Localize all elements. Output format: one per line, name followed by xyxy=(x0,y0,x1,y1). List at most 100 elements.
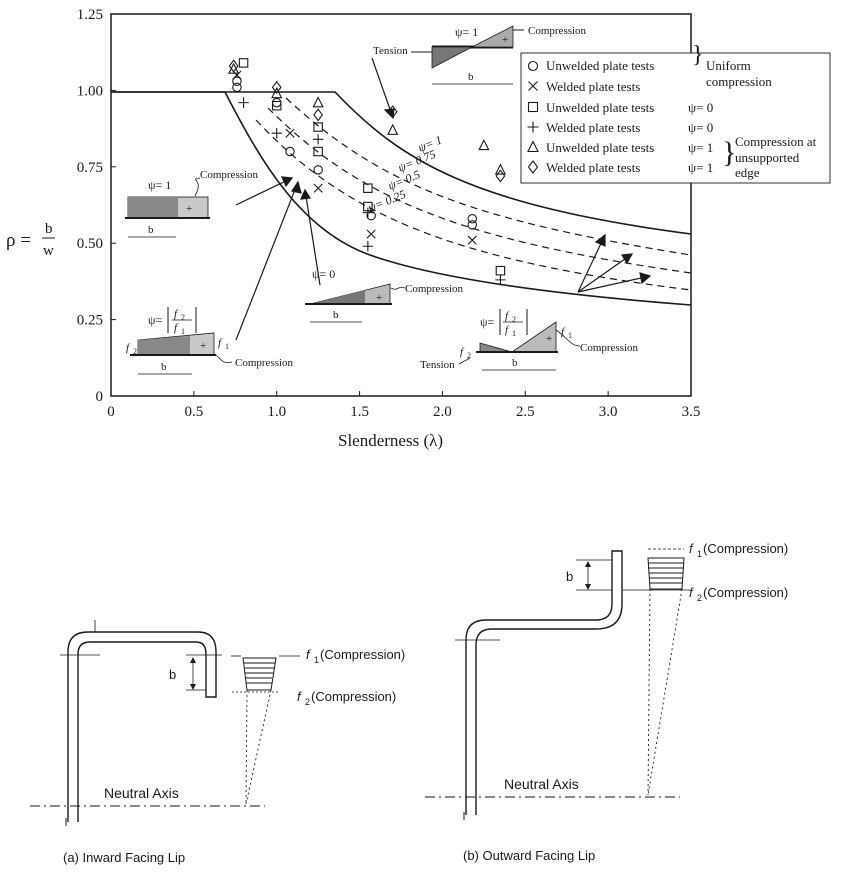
data-point-plus xyxy=(495,274,506,286)
data-point-circle xyxy=(232,82,242,93)
inward-caption: (a) Inward Facing Lip xyxy=(63,850,185,865)
inset-f2sub-right: 2 xyxy=(467,351,471,360)
data-point-triangle xyxy=(271,87,283,99)
legend-label-3: Welded plate tests xyxy=(546,120,640,135)
inset-mid-compression: Compression xyxy=(405,283,464,295)
lip-diagrams xyxy=(30,548,690,826)
data-points xyxy=(228,58,507,286)
inward-f2-sub: 2 xyxy=(305,697,310,707)
inset-ratio-b-right: b xyxy=(512,357,518,369)
inward-f2-symbol: f xyxy=(297,689,302,704)
ratio-sub2-right: 2 xyxy=(512,315,516,324)
outward-f1-label: (Compression) xyxy=(703,541,788,556)
legend-psi-3: ψ= 0 xyxy=(688,120,713,135)
data-point-diamond xyxy=(228,59,239,73)
inward-lip-section xyxy=(30,620,300,826)
inward-b-label: b xyxy=(169,667,176,682)
ratio-sub1-left: 1 xyxy=(181,327,185,336)
inset-ratio-b-left: b xyxy=(161,361,167,373)
legend-marker-cross xyxy=(528,81,538,91)
outward-neutral-axis: Neutral Axis xyxy=(504,776,579,792)
outward-f2-sub: 2 xyxy=(697,593,702,603)
legend-label-2: Unwelded plate tests xyxy=(546,100,654,115)
legend-group2-line1: Compression at xyxy=(735,134,817,149)
y-label-den: w xyxy=(43,243,54,259)
curve-psi-075 xyxy=(285,97,692,256)
legend-marker-plus xyxy=(527,121,539,133)
inset-top-stress: ψ= 1 + Compression Tension b xyxy=(373,25,587,85)
x-tick-label: 1.5 xyxy=(350,404,369,420)
ratio-f1-right: f xyxy=(505,324,510,336)
data-point-cross xyxy=(366,229,376,239)
data-point-cross xyxy=(232,70,242,80)
y-tick-label: 0.50 xyxy=(77,236,103,252)
inset-mid-triangle: ψ= 0 + b Compression xyxy=(305,267,464,323)
legend-box xyxy=(520,52,831,184)
inset-left-ratio: ψ= f 2 f 1 + f 2 f 1 b Compression xyxy=(126,307,294,375)
data-point-triangle xyxy=(494,163,507,175)
inset-ratio-psi-right: ψ= xyxy=(480,315,495,329)
ratio-f2-right: f xyxy=(505,310,510,322)
data-point-circle xyxy=(313,165,323,175)
data-point-circle xyxy=(366,210,376,221)
x-tick-label: 0.5 xyxy=(184,404,203,420)
legend-group1-line1: Uniform xyxy=(706,58,751,73)
inset-top-psi: ψ= 1 xyxy=(455,25,478,39)
inward-f1-sub: 1 xyxy=(314,655,319,665)
legend-group2-line3: edge xyxy=(735,165,760,180)
inset-mid-b: b xyxy=(333,309,339,321)
data-point-diamond xyxy=(313,108,324,122)
legend-psi-2: ψ= 0 xyxy=(688,100,713,115)
data-point-circle xyxy=(285,146,295,157)
legend-marker-circle xyxy=(527,60,539,72)
inset-f2-right: f xyxy=(460,346,465,358)
legend-marker-diamond xyxy=(527,160,539,174)
data-point-circle xyxy=(467,214,478,224)
ratio-sub2-left: 2 xyxy=(181,313,185,322)
inset-right-ratio: ψ= f 2 f 1 + f 2 f 1 Compression Tension… xyxy=(420,309,639,371)
inset-top-b: b xyxy=(468,71,474,83)
inset-left2-compression: Compression xyxy=(235,357,294,369)
inset-right-tension: Tension xyxy=(420,359,455,371)
legend-marker-triangle xyxy=(527,140,539,153)
legend-brace-1: } xyxy=(692,42,704,68)
data-point-square xyxy=(238,58,249,68)
inset-f1-right: f xyxy=(561,326,566,338)
inset-top-plus: + xyxy=(502,34,508,46)
data-point-plus xyxy=(362,207,374,218)
inset-mid-plus: + xyxy=(376,292,382,304)
data-point-diamond xyxy=(271,80,282,94)
outward-lip-section xyxy=(425,548,690,820)
legend-group1-line2: compression xyxy=(706,74,772,89)
data-point-cross xyxy=(467,235,477,245)
x-tick-label: 2.0 xyxy=(433,404,452,420)
data-point-triangle xyxy=(312,96,324,108)
outward-f2-label: (Compression) xyxy=(703,585,788,600)
legend-label-0: Unwelded plate tests xyxy=(546,58,654,73)
ratio-sub1-right: 1 xyxy=(512,329,516,338)
inward-f1-label: (Compression) xyxy=(320,647,405,662)
legend-brace-2: } xyxy=(722,136,736,169)
data-point-square xyxy=(271,100,282,111)
legend-markers xyxy=(527,60,539,174)
inset-ratio-plus-right: + xyxy=(546,333,552,345)
data-point-plus xyxy=(238,97,249,108)
x-tick-label: 2.5 xyxy=(516,404,535,420)
x-tick-label: 3.0 xyxy=(599,404,618,420)
y-tick-label: 0 xyxy=(96,389,104,405)
inset-left-uniform: ψ= 1 + b Compression xyxy=(125,169,259,238)
data-point-square xyxy=(363,183,373,193)
inset-right-compression: Compression xyxy=(580,342,639,354)
curve-psi-0 xyxy=(111,91,692,306)
data-point-plus xyxy=(312,134,324,145)
legend: Unwelded plate tests Welded plate tests … xyxy=(520,42,831,184)
outward-f1-sub: 1 xyxy=(697,549,702,559)
inset-f1sub-left: 1 xyxy=(225,342,229,351)
legend-group2-line2: unsupported xyxy=(735,150,800,165)
inset-f2sub-left: 2 xyxy=(133,347,137,356)
data-point-square xyxy=(313,146,323,157)
x-tick-label: 1.0 xyxy=(267,404,286,420)
